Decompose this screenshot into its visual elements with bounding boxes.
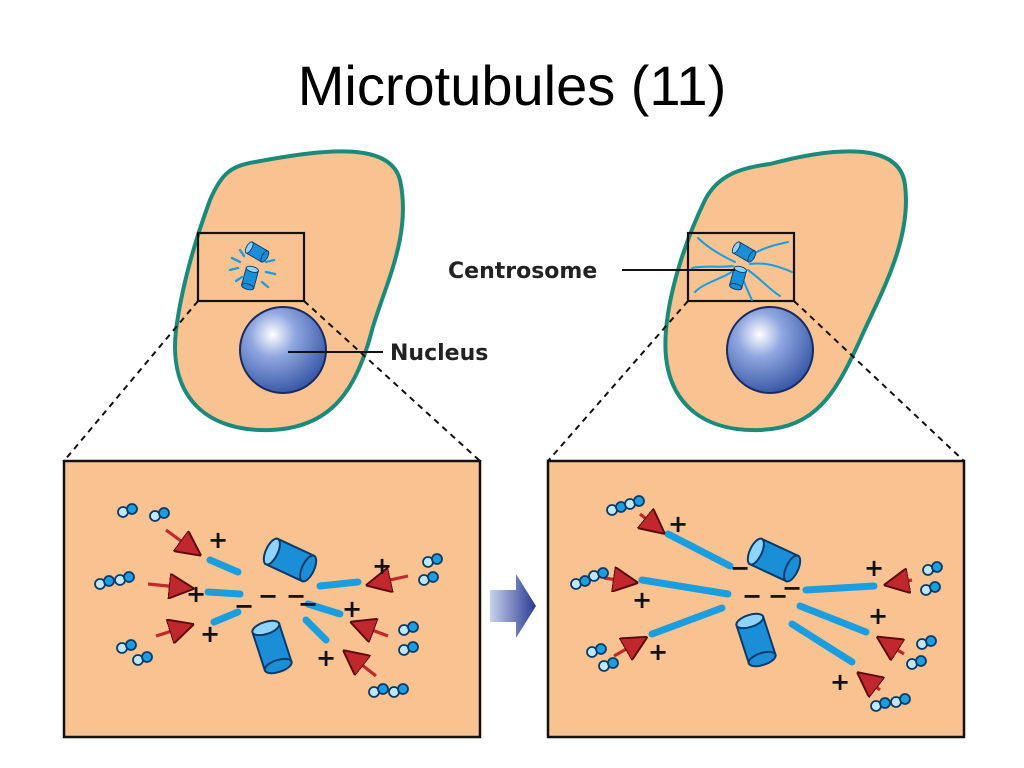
plus-sign: + (342, 595, 362, 623)
minus-sign: − (286, 582, 306, 610)
left-nucleus (239, 306, 327, 394)
plus-sign: + (830, 668, 850, 696)
left-cell: Nucleus (173, 149, 488, 433)
plus-sign: + (186, 580, 206, 608)
minus-sign: − (782, 574, 802, 602)
centrosome-label: Centrosome (448, 259, 597, 284)
minus-sign: − (234, 592, 254, 620)
right-addition-arrows (603, 514, 913, 690)
plus-sign: + (864, 554, 884, 582)
slide-title: Microtubules (11) (297, 54, 727, 117)
plus-sign: + (648, 638, 668, 666)
right-zoom-lines (547, 300, 965, 462)
left-addition-arrows (147, 528, 409, 678)
right-nucleus (726, 306, 814, 394)
left-zoom-lines (63, 300, 481, 462)
plus-sign: + (668, 510, 688, 538)
right-zoom-panel: + + + + + + − − − − (546, 459, 966, 739)
right-long-microtubules (638, 530, 878, 666)
right-small-centrosome (691, 237, 793, 301)
minus-sign: − (742, 582, 762, 610)
minus-sign: − (730, 554, 750, 582)
minus-sign: − (258, 582, 278, 610)
left-selection-box (196, 231, 306, 303)
right-polarity-signs: + + + + + + − − − − (632, 510, 888, 696)
minus-sign: − (298, 590, 318, 618)
left-short-microtubules (204, 556, 362, 644)
left-polarity-signs: + + + + + + − − − − (186, 526, 392, 672)
plus-sign: + (632, 586, 652, 614)
plus-sign: + (316, 644, 336, 672)
right-selection-box (686, 231, 796, 303)
transition-arrow (490, 574, 536, 638)
plus-sign: + (372, 552, 392, 580)
left-small-centrosome (228, 240, 277, 292)
minus-sign: − (768, 582, 788, 610)
right-cell: Centrosome (448, 149, 908, 433)
plus-sign: + (208, 526, 228, 554)
plus-sign: + (868, 602, 888, 630)
left-zoom-panel: + + + + + + − − − − (62, 459, 482, 739)
nucleus-label: Nucleus (390, 341, 488, 366)
plus-sign: + (200, 620, 220, 648)
